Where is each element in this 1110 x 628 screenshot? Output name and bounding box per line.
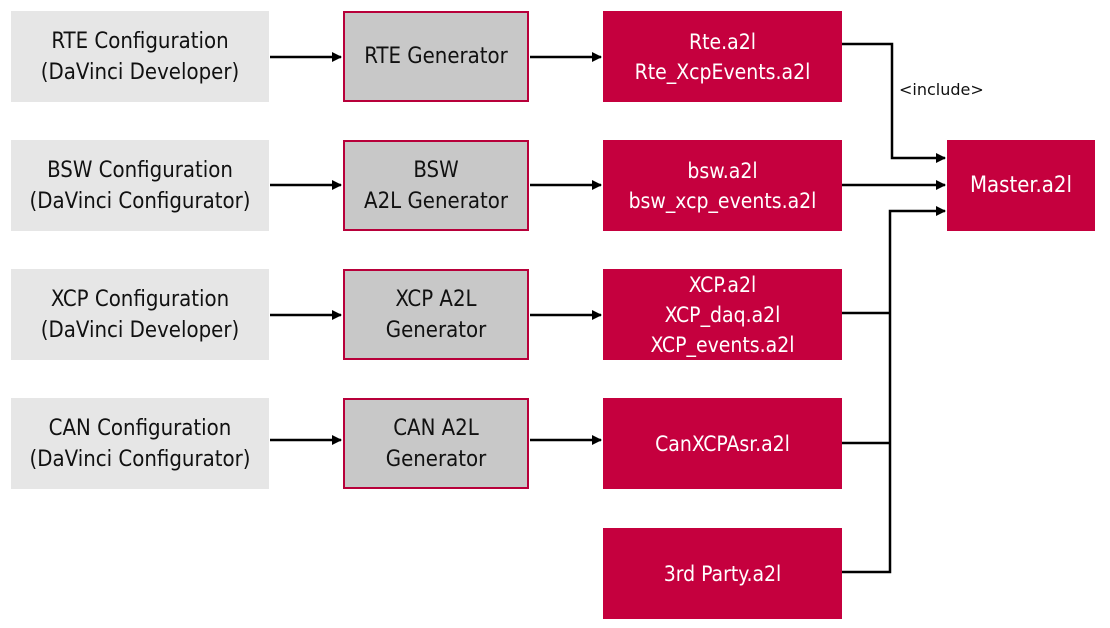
- third-party-a2l-output-box: 3rd Party.a2l: [603, 528, 842, 619]
- rte-generator-box: RTE Generator: [343, 11, 529, 102]
- canxcpasr-a2l-file: CanXCPAsr.a2l: [655, 431, 790, 456]
- xcp-generator-line2: Generator: [385, 317, 487, 343]
- xcp-a2l-file: XCP.a2l: [688, 272, 757, 297]
- can-a2l-output-box: CanXCPAsr.a2l: [603, 398, 842, 489]
- xcp-events-a2l-file: XCP_events.a2l: [650, 332, 795, 357]
- xcp-configuration-title: XCP Configuration: [50, 286, 230, 312]
- bsw-configuration-tool: (DaVinci Configurator): [29, 188, 251, 214]
- xcp-generator-line1: XCP A2L: [395, 286, 477, 312]
- master-a2l-label: Master.a2l: [969, 173, 1073, 198]
- rte-xcpevents-a2l-file: Rte_XcpEvents.a2l: [634, 59, 811, 84]
- include-relation-label: <include>: [899, 80, 984, 99]
- can-configuration-box: CAN Configuration (DaVinci Configurator): [11, 398, 269, 489]
- bsw-configuration-title: BSW Configuration: [47, 157, 233, 183]
- xcp-daq-a2l-file: XCP_daq.a2l: [664, 302, 781, 327]
- merged-outputs-to-master-arrow: [842, 206, 946, 574]
- xcp-configuration-box: XCP Configuration (DaVinci Developer): [11, 269, 269, 360]
- rte-a2l-output-box: Rte.a2l Rte_XcpEvents.a2l: [603, 11, 842, 102]
- bsw-generator-line2: A2L Generator: [364, 188, 508, 214]
- can-generator-line2: Generator: [385, 446, 487, 472]
- bsw-a2l-generator-box: BSW A2L Generator: [343, 140, 529, 231]
- third-party-a2l-file: 3rd Party.a2l: [663, 561, 782, 586]
- xcp-configuration-tool: (DaVinci Developer): [40, 317, 240, 343]
- rte-configuration-box: RTE Configuration (DaVinci Developer): [11, 11, 269, 102]
- xcp-a2l-output-box: XCP.a2l XCP_daq.a2l XCP_events.a2l: [603, 269, 842, 360]
- rte-a2l-file: Rte.a2l: [689, 29, 756, 54]
- xcp-a2l-generator-box: XCP A2L Generator: [343, 269, 529, 360]
- can-configuration-tool: (DaVinci Configurator): [29, 446, 251, 472]
- rte-output-to-master-arrow: [842, 42, 946, 163]
- bsw-configuration-box: BSW Configuration (DaVinci Configurator): [11, 140, 269, 231]
- rte-configuration-tool: (DaVinci Developer): [40, 59, 240, 85]
- bsw-a2l-file: bsw.a2l: [687, 158, 758, 183]
- bsw-generator-line1: BSW: [413, 157, 459, 183]
- rte-configuration-title: RTE Configuration: [51, 28, 229, 54]
- rte-generator-label: RTE Generator: [364, 44, 508, 69]
- can-configuration-title: CAN Configuration: [48, 415, 232, 441]
- can-generator-line1: CAN A2L: [393, 415, 479, 441]
- bsw-xcp-events-a2l-file: bsw_xcp_events.a2l: [628, 188, 817, 213]
- can-a2l-generator-box: CAN A2L Generator: [343, 398, 529, 489]
- master-a2l-box: Master.a2l: [947, 140, 1095, 231]
- bsw-a2l-output-box: bsw.a2l bsw_xcp_events.a2l: [603, 140, 842, 231]
